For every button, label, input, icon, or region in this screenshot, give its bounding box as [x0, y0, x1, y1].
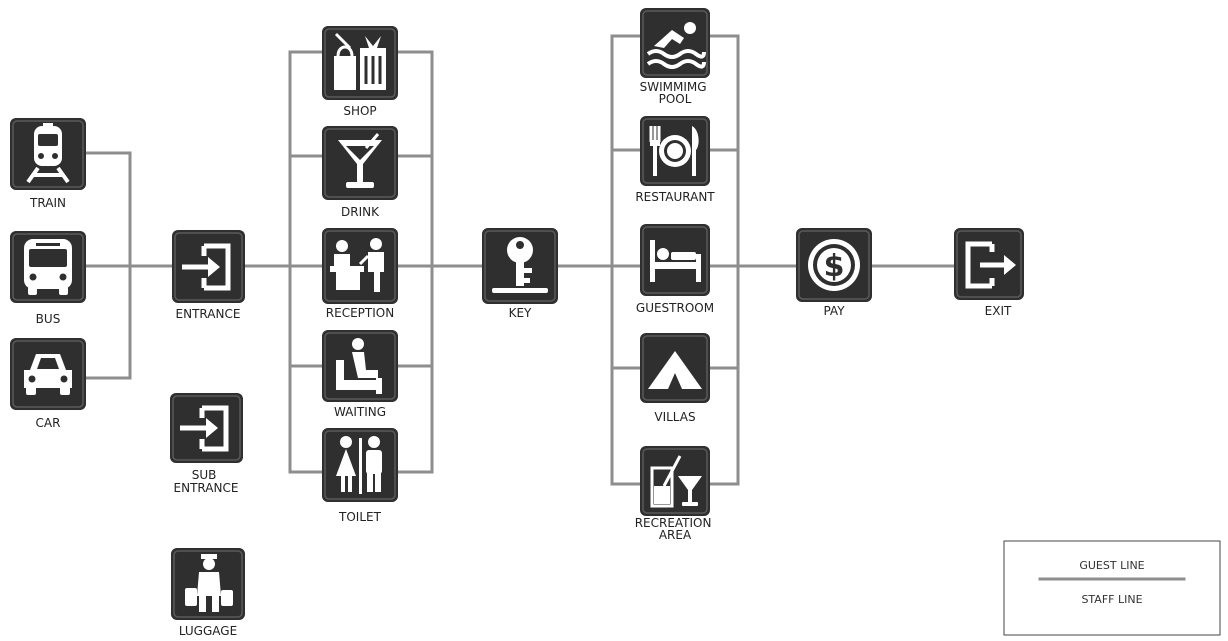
car-label: CAR	[36, 416, 61, 430]
cocktail-icon	[338, 133, 382, 188]
bed-icon	[650, 240, 701, 282]
reception-desk-icon	[330, 238, 384, 292]
recreation-area-label-line2: AREA	[659, 528, 692, 542]
train-label: TRAIN	[29, 196, 66, 210]
entrance-label: ENTRANCE	[176, 307, 241, 321]
connector-amenities-bracket	[288, 50, 434, 474]
guest-lines	[84, 34, 956, 486]
node-shop	[322, 26, 398, 100]
guestroom-label: GUESTROOM	[636, 301, 714, 315]
node-exit	[954, 228, 1024, 300]
node-villas	[640, 333, 710, 403]
glasses-icon	[650, 455, 702, 508]
legend-staff-line-label: STAFF LINE	[1081, 593, 1142, 606]
node-swimming-pool	[640, 8, 710, 78]
exit-icon	[965, 241, 1016, 289]
swimming-pool-label-line1: SWIMMIMG	[640, 80, 707, 94]
legend: GUEST LINE STAFF LINE	[1003, 540, 1221, 636]
tent-icon	[648, 351, 702, 389]
node-key	[482, 228, 558, 304]
porter-icon	[185, 554, 233, 612]
waiting-label: WAITING	[334, 405, 386, 419]
legend-box	[1003, 540, 1221, 636]
node-bus	[10, 231, 86, 303]
villas-label: VILLAS	[654, 410, 695, 424]
node-drink	[322, 126, 398, 200]
train-icon	[26, 123, 70, 184]
legend-guest-line-label: GUEST LINE	[1079, 559, 1144, 572]
node-car	[10, 338, 86, 410]
car-icon	[24, 354, 72, 395]
bus-icon	[24, 239, 72, 295]
dollar-coin-icon: $	[808, 239, 860, 291]
entrance-icon	[180, 405, 229, 452]
recreation-area-label: RECREATION AREA	[635, 516, 716, 542]
recreation-area-label-line1: RECREATION	[635, 516, 712, 530]
shopping-bag-icon	[334, 32, 386, 90]
sub-entrance-label-line2: ENTRANCE	[174, 481, 239, 495]
node-toilet	[322, 428, 398, 502]
node-restaurant	[640, 116, 710, 186]
swimming-pool-label-line2: POOL	[659, 92, 692, 106]
connector-facilities-bracket	[610, 34, 740, 486]
node-guestroom	[640, 224, 710, 296]
fork-plate-knife-icon	[649, 126, 699, 176]
connector-transport-bracket	[84, 151, 174, 380]
svg-text:$: $	[824, 249, 845, 284]
armchair-icon	[336, 338, 382, 394]
node-luggage	[171, 548, 245, 620]
sub-entrance-label: SUB ENTRANCE	[174, 468, 239, 495]
node-train	[10, 118, 86, 190]
node-recreation-area	[640, 446, 710, 516]
node-entrance	[172, 230, 245, 303]
bus-label: BUS	[36, 312, 61, 326]
reception-label: RECEPTION	[326, 306, 394, 320]
swimmer-icon	[646, 22, 706, 69]
pay-label: PAY	[823, 304, 845, 318]
key-icon	[492, 237, 548, 293]
drink-label: DRINK	[341, 205, 380, 219]
sub-entrance-label-line1: SUB	[192, 468, 217, 482]
exit-label: EXIT	[985, 304, 1012, 318]
key-label: KEY	[509, 306, 532, 320]
entrance-icon	[182, 243, 231, 291]
node-waiting	[322, 330, 398, 402]
shop-label: SHOP	[343, 104, 376, 118]
node-reception	[322, 228, 398, 304]
toilet-label: TOILET	[338, 510, 382, 524]
node-sub-entrance	[170, 393, 243, 463]
restroom-icon	[336, 436, 382, 494]
node-pay: $	[796, 228, 872, 302]
swimming-pool-label: SWIMMIMG POOL	[640, 80, 711, 106]
luggage-label: LUGGAGE	[179, 624, 237, 638]
restaurant-label: RESTAURANT	[635, 190, 715, 204]
